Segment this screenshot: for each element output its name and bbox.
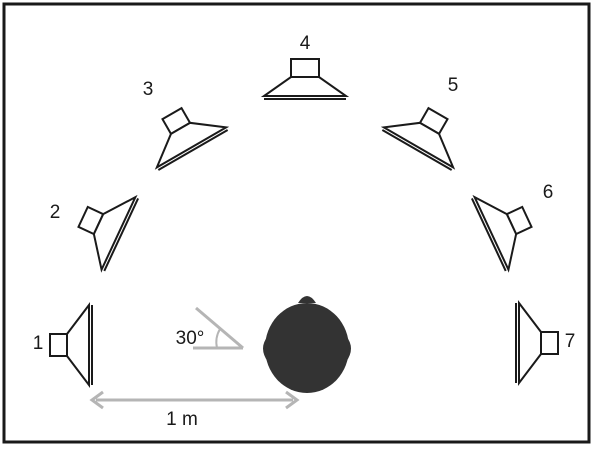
angle-arc <box>215 328 221 349</box>
speaker-1-label: 1 <box>33 333 44 354</box>
speaker-5-label: 5 <box>448 75 459 96</box>
speaker-1-driver <box>49 333 68 357</box>
speaker-4 <box>260 58 350 100</box>
speaker-3-lip <box>157 129 229 171</box>
speaker-2-label: 2 <box>50 202 61 223</box>
head-shape <box>265 303 349 393</box>
speaker-5-lip <box>381 129 453 171</box>
angle-indicator <box>193 306 244 350</box>
distance-label: 1 m <box>166 409 198 430</box>
angle-ray <box>195 306 244 350</box>
speaker-4-horn <box>260 76 350 97</box>
speaker-7-label: 7 <box>565 331 576 352</box>
speaker-2-lip <box>103 198 140 272</box>
speaker-7-horn <box>518 300 542 386</box>
speaker-4-label: 4 <box>300 33 311 54</box>
speaker-6-label: 6 <box>543 182 554 203</box>
speaker-2 <box>77 194 140 273</box>
speaker-5 <box>380 106 456 171</box>
speaker-6-lip <box>470 198 507 272</box>
nose <box>298 296 316 303</box>
angle-label: 30° <box>176 328 205 349</box>
speaker-3-horn <box>154 121 230 170</box>
speaker-7 <box>515 300 559 386</box>
distance-arrow <box>89 390 300 410</box>
speaker-5-horn <box>380 121 456 170</box>
speaker-6 <box>470 194 533 273</box>
listener-head <box>263 296 351 393</box>
speaker-7-driver <box>540 331 559 355</box>
speaker-3 <box>154 106 230 171</box>
speaker-6-horn <box>472 194 518 273</box>
speaker-1-horn <box>66 302 90 388</box>
speaker-1 <box>49 302 93 388</box>
speaker-2-horn <box>92 194 138 273</box>
distance-arrowhead-left <box>89 390 104 410</box>
speaker-4-driver <box>290 58 320 78</box>
distance-arrowhead-right <box>285 390 300 410</box>
speaker-3-label: 3 <box>143 79 154 100</box>
